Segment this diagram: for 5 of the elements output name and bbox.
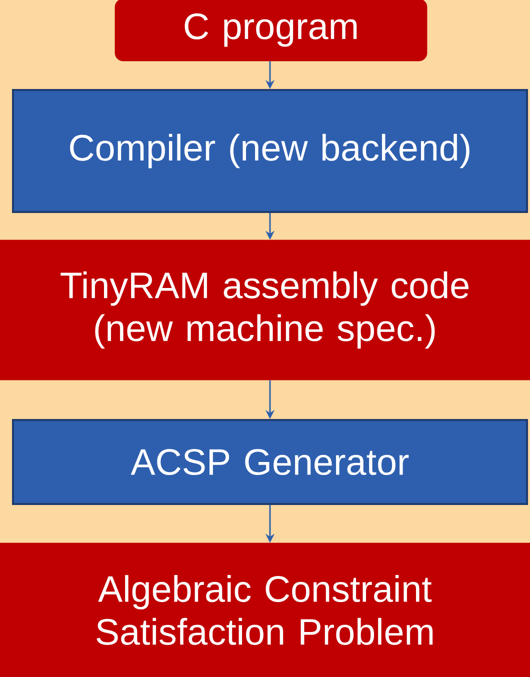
data-box: Algebraic Constraint Satisfaction Problem bbox=[0, 542, 530, 677]
data-box: TinyRAM assembly code (new machine spec.) bbox=[0, 240, 530, 380]
data-box: C program bbox=[114, 0, 428, 62]
process-box: Compiler (new backend) bbox=[12, 89, 528, 213]
process-box: ACSP Generator bbox=[12, 419, 528, 505]
